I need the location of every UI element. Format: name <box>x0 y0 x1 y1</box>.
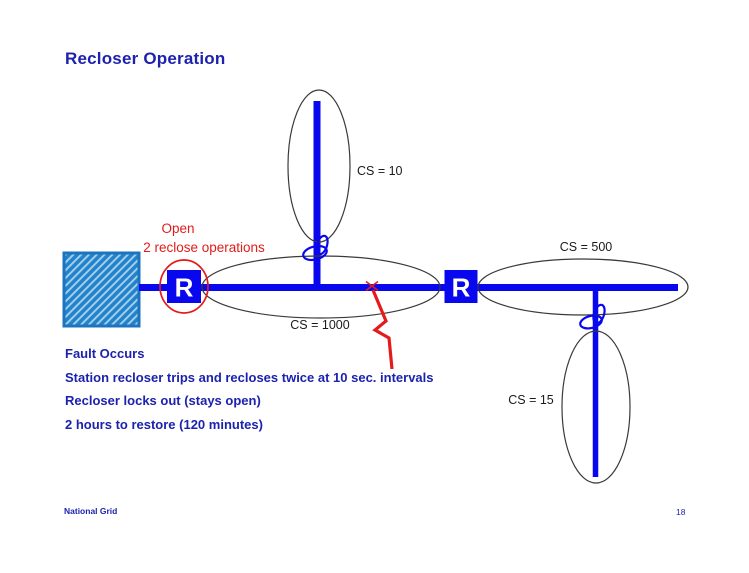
right-feeder-ellipse <box>477 258 689 316</box>
bottom-branch-ellipse <box>561 330 631 484</box>
page-title: Recloser Operation <box>65 49 226 68</box>
recloser-open-note-line1: Open <box>161 221 194 236</box>
recloser-2-square <box>444 270 478 303</box>
fuse-loop-icon-top <box>302 234 329 262</box>
recloser-2-label: R <box>452 273 471 303</box>
page-number: 18 <box>676 507 686 517</box>
recloser-open-note-line2: 2 reclose operations <box>143 240 265 255</box>
top-branch-ellipse <box>287 89 351 243</box>
cs-label-right-feeder: CS = 500 <box>560 240 613 254</box>
bullet-restore-time: 2 hours to restore (120 minutes) <box>65 416 263 432</box>
footer-brand: National Grid <box>64 506 118 516</box>
open-recloser-circle <box>159 259 209 314</box>
cs-label-top-branch: CS = 10 <box>357 164 403 178</box>
bullet-recloser-trips: Station recloser trips and recloses twic… <box>65 369 434 385</box>
recloser-1-square <box>167 270 201 303</box>
substation-square <box>62 251 141 328</box>
cs-label-bottom-branch: CS = 15 <box>508 393 554 407</box>
cs-label-main-feeder: CS = 1000 <box>290 318 349 332</box>
bullet-text-block: Fault Occurs Station recloser trips and … <box>65 346 434 440</box>
fuse-loop-icon-bottom <box>579 303 606 330</box>
fault-lightning-icon <box>365 280 394 370</box>
main-feeder-ellipse <box>201 255 441 319</box>
bullet-fault-occurs: Fault Occurs <box>65 346 145 361</box>
recloser-1-label: R <box>175 273 194 303</box>
bullet-locks-out: Recloser locks out (stays open) <box>65 393 261 408</box>
